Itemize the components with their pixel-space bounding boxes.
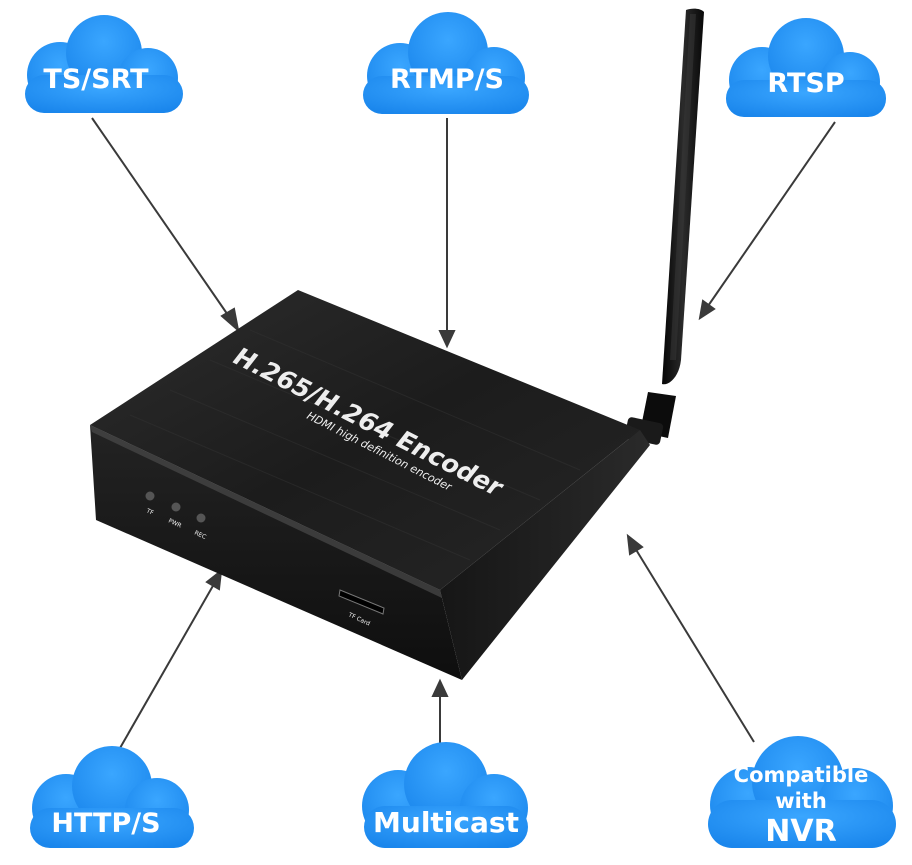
led-rec-indicator xyxy=(196,513,206,523)
cloud-http-s: HTTP/S xyxy=(30,746,194,848)
cloud-rtmp-s: RTMP/S xyxy=(363,12,529,114)
cloud-label-rtmp-s: RTMP/S xyxy=(390,64,504,95)
cloud-multicast: Multicast xyxy=(362,742,528,848)
cloud-label-http-s: HTTP/S xyxy=(51,808,160,839)
led-panel: TF PWR REC xyxy=(144,491,207,541)
arrow-nvr xyxy=(626,533,755,743)
cloud-label-nvr-line2: with xyxy=(775,789,827,813)
led-pwr-indicator xyxy=(171,502,181,512)
cloud-label-ts-srt: TS/SRT xyxy=(43,64,149,95)
encoder-device: H.265/H.264 Encoder HDMI high definition… xyxy=(90,290,650,680)
antenna xyxy=(624,8,704,445)
cloud-rtsp: RTSP xyxy=(726,18,886,117)
device-top xyxy=(90,290,640,590)
arrow-http-s xyxy=(111,568,223,763)
device-side xyxy=(440,430,650,680)
device-front xyxy=(90,425,462,680)
cloud-label-nvr-line1: Compatible xyxy=(734,763,869,787)
arrow-rtsp xyxy=(698,121,836,321)
arrow-rtmp-s xyxy=(438,118,456,349)
led-tf-indicator xyxy=(145,491,155,501)
led-rec-label: REC xyxy=(193,529,207,540)
cloud-nvr: Compatible with NVR xyxy=(708,736,896,849)
cloud-label-rtsp: RTSP xyxy=(767,68,844,99)
cloud-ts-srt: TS/SRT xyxy=(25,15,183,113)
cloud-label-multicast: Multicast xyxy=(373,806,519,839)
led-tf-label: TF xyxy=(144,507,155,517)
cloud-label-nvr-line3: NVR xyxy=(765,814,836,849)
arrow-ts-srt xyxy=(91,117,240,333)
